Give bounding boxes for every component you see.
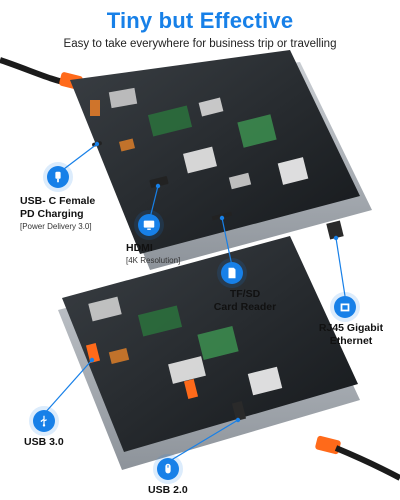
rj45-label-line1: RJ45 Gigabit — [318, 322, 384, 334]
hub-top — [0, 50, 372, 270]
page-subtitle: Easy to take everywhere for business tri… — [63, 38, 337, 50]
hub-bottom — [58, 236, 400, 481]
rj45-label-line2: Ethernet — [329, 335, 373, 347]
usb3-port-2 — [183, 379, 199, 399]
usb30-label: USB 3.0 — [24, 436, 64, 448]
callout-tfsd: TF/SD Card Reader — [200, 288, 290, 314]
usb20-label: USB 2.0 — [148, 484, 188, 496]
callout-usbc: USB- C Female PD Charging [Power Deliver… — [20, 195, 140, 232]
sd-card-icon — [221, 262, 243, 284]
usbc-label-line2: PD Charging — [20, 208, 84, 220]
usbc-note: [Power Delivery 3.0] — [20, 222, 92, 231]
leader-hdmi — [149, 185, 159, 219]
rj45-port — [326, 220, 344, 240]
leader-usb20 — [167, 419, 239, 463]
cable-bottom — [334, 445, 400, 481]
usb3-port-1 — [85, 343, 101, 363]
callout-usb30: USB 3.0 — [24, 436, 94, 449]
leader-usbc — [59, 143, 98, 173]
leader-rj45 — [335, 237, 346, 297]
usb-c-plug-icon — [47, 166, 69, 188]
hdmi-port — [149, 176, 169, 188]
leader-tfsd — [221, 217, 233, 267]
usb-icon — [33, 410, 55, 432]
ethernet-port-icon — [334, 296, 356, 318]
tfsd-label-line2: Card Reader — [213, 301, 277, 313]
usbc-label-line1: USB- C Female — [20, 195, 96, 207]
usb2-port — [231, 401, 247, 421]
page-title: Tiny but Effective — [106, 8, 294, 33]
hdmi-note: [4K Resolution] — [126, 256, 181, 265]
hub-glass-top — [70, 50, 360, 254]
leader-usb30 — [43, 359, 93, 415]
monitor-icon — [138, 214, 160, 236]
hdmi-label: HDMI — [126, 242, 153, 254]
mouse-icon — [157, 458, 179, 480]
cable-tip-bottom — [315, 435, 341, 455]
callout-usb20: USB 2.0 — [148, 484, 218, 497]
tfsd-label-line1: TF/SD — [229, 288, 261, 300]
callout-rj45: RJ45 Gigabit Ethernet — [306, 322, 396, 348]
callout-hdmi: HDMI [4K Resolution] — [126, 242, 216, 266]
